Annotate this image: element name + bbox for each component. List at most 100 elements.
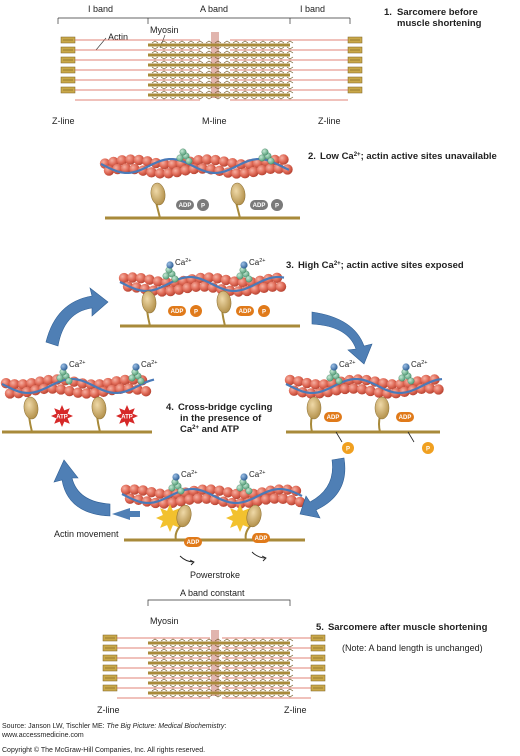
powerstroke-arrow	[251, 551, 267, 562]
actin-monomer	[135, 272, 147, 284]
actin-monomer	[129, 484, 140, 495]
actin-monomer	[269, 493, 280, 504]
actin-monomer	[180, 165, 191, 176]
cycle-arrows	[45, 287, 373, 519]
actin-monomer	[141, 496, 153, 507]
actin-monomer	[116, 155, 128, 166]
actin-monomer	[9, 379, 20, 390]
actin-monomer	[154, 488, 166, 499]
actin-monomer	[64, 385, 75, 397]
atp-label: ATP	[121, 415, 133, 421]
adp-badge	[324, 412, 342, 422]
myosin-label: Myosin	[150, 25, 179, 35]
actin-monomer	[256, 164, 268, 176]
actin-monomer	[192, 493, 204, 504]
cycle-arrow-top-right	[311, 311, 373, 365]
m-line-label: M-line	[202, 116, 227, 126]
phosphate	[342, 442, 354, 454]
actin-monomer	[171, 166, 183, 178]
phosphate	[258, 305, 270, 317]
troponin	[56, 374, 64, 382]
step-4-line2: in the presence of	[180, 413, 262, 424]
actin-monomer	[318, 379, 330, 390]
thin-filament-right: Ca2+Ca2+	[284, 360, 444, 399]
actin-monomer	[275, 281, 287, 292]
actin-monomer	[260, 494, 272, 505]
calcium-ion	[172, 473, 180, 481]
thin-filament-left: Ca2+ Ca2+	[0, 360, 158, 399]
phosphate-label: P	[275, 204, 279, 210]
actin-monomer	[163, 168, 174, 179]
step-1-line1: Sarcomere before	[397, 7, 478, 18]
phosphate	[422, 442, 434, 454]
actin-movement-arrow	[112, 508, 140, 520]
myosin-head	[216, 290, 232, 314]
troponin	[407, 377, 415, 385]
actin-monomer	[190, 281, 202, 292]
troponin	[162, 272, 170, 280]
actin-monomer	[248, 166, 259, 178]
burst	[51, 405, 73, 427]
calcium-ion	[240, 261, 248, 269]
calcium-label: Ca2+	[69, 360, 86, 369]
i-band-left-label: I band	[88, 4, 113, 14]
actin-monomer	[144, 274, 155, 285]
adp-badge	[252, 533, 270, 543]
troponin	[65, 377, 73, 385]
step-1-line2: muscle shortening	[397, 18, 482, 29]
actin-monomer	[120, 163, 132, 174]
troponin	[176, 154, 184, 162]
actin-monomer	[348, 383, 359, 394]
actin-monomer	[267, 281, 278, 292]
adp-badge	[168, 306, 186, 316]
sarcomere-filaments-after	[102, 630, 326, 699]
actin-monomer	[152, 276, 164, 287]
troponin	[335, 377, 343, 385]
calcium-ion	[402, 363, 410, 371]
actin-monomer	[214, 485, 225, 496]
actin-monomer	[165, 285, 176, 297]
actin-monomer	[277, 493, 289, 505]
actin-monomer	[294, 496, 306, 508]
i-band-right-label: I band	[300, 4, 325, 14]
troponin	[258, 154, 266, 162]
cycle-arrow-top-left	[45, 287, 109, 347]
phosphate-label: P	[346, 447, 350, 453]
a-band-constant-label: A band constant	[180, 588, 245, 598]
myosin-head	[246, 504, 262, 528]
step-4-line1: 4.Cross-bridge cycling	[166, 402, 273, 413]
actin-monomer	[146, 486, 157, 498]
calcium-label: Ca2+	[181, 470, 198, 479]
myosin-label: Myosin	[150, 616, 179, 626]
actin-monomer	[154, 168, 166, 179]
z-line-right-label: Z-line	[284, 705, 307, 715]
actin-monomer	[222, 487, 234, 498]
actin-monomer	[278, 154, 289, 165]
phosphate	[271, 199, 283, 211]
calcium-label: Ca2+	[141, 360, 158, 369]
actin-monomer	[293, 376, 304, 387]
actin-monomer	[142, 156, 153, 167]
adp-badge-label: ADP	[253, 203, 266, 209]
phosphate-label: P	[426, 447, 430, 453]
powerstroke-arrow	[179, 555, 195, 566]
adp-badge-label: ADP	[179, 203, 192, 209]
myosin-head	[23, 396, 39, 420]
thin-filament: Ca2+Ca2+	[118, 258, 287, 297]
band-brackets	[57, 17, 351, 24]
calcium-ion	[330, 363, 338, 371]
phosphate-label: P	[194, 310, 198, 316]
step-3-label: 3.High Ca2+; actin active sites exposed	[286, 260, 464, 271]
source-url[interactable]: www.accessmedicine.com	[2, 732, 84, 739]
phosphate-label: P	[201, 204, 205, 210]
actin-monomer	[137, 485, 149, 496]
actin-monomer	[286, 494, 297, 506]
actin-monomer	[356, 384, 368, 395]
tropomyosin-strand	[121, 487, 303, 505]
actin-monomer	[81, 388, 92, 399]
